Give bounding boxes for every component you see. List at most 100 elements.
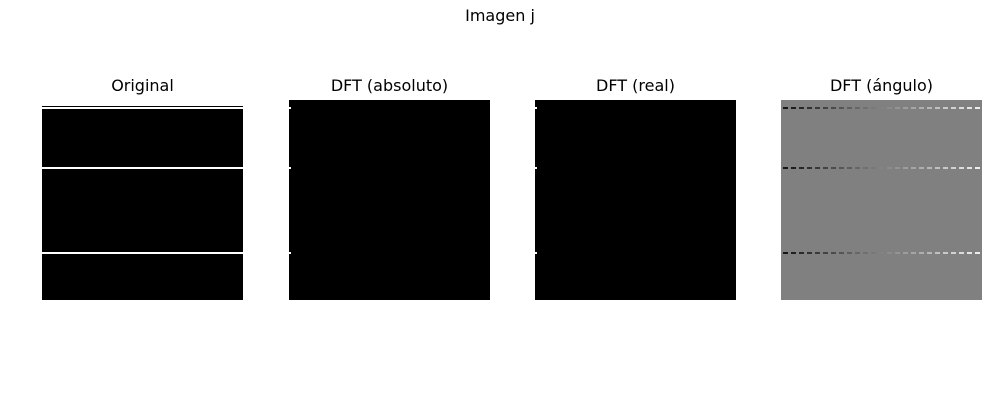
dft-absoluto-peak-1 xyxy=(289,107,291,109)
dft-angulo-background xyxy=(781,100,982,300)
phase-dash xyxy=(951,107,956,109)
original-background xyxy=(42,100,243,300)
dft-absoluto-background xyxy=(289,100,490,300)
phase-dash xyxy=(815,107,820,109)
phase-dash xyxy=(807,107,812,109)
phase-dash xyxy=(791,167,796,169)
phase-dash xyxy=(943,252,948,254)
phase-dash xyxy=(903,252,908,254)
phase-dash xyxy=(871,107,876,109)
original-white-line-3 xyxy=(42,252,243,254)
phase-dash xyxy=(887,167,892,169)
dft-angulo-dashed-row-1 xyxy=(783,107,980,109)
phase-dash xyxy=(951,252,956,254)
phase-dash xyxy=(823,167,828,169)
phase-dash xyxy=(799,167,804,169)
phase-dash xyxy=(919,252,924,254)
dft-angulo-dashed-row-2 xyxy=(783,167,980,169)
panel-dft-absoluto-image xyxy=(289,100,490,300)
phase-dash xyxy=(863,107,868,109)
phase-dash xyxy=(895,252,900,254)
panel-dft-angulo-image xyxy=(781,100,982,300)
phase-dash xyxy=(847,107,852,109)
phase-dash xyxy=(855,167,860,169)
phase-dash xyxy=(863,252,868,254)
phase-dash xyxy=(975,167,980,169)
dft-real-peak-2 xyxy=(535,167,537,169)
phase-dash xyxy=(935,167,940,169)
phase-dash xyxy=(783,167,788,169)
phase-dash xyxy=(975,107,980,109)
phase-dash xyxy=(919,167,924,169)
phase-dash xyxy=(831,167,836,169)
phase-dash xyxy=(847,252,852,254)
phase-dash xyxy=(911,252,916,254)
phase-dash xyxy=(799,252,804,254)
phase-dash xyxy=(903,167,908,169)
phase-dash xyxy=(871,167,876,169)
panel-title-dft-real: DFT (real) xyxy=(596,76,675,95)
panel-title-dft-angulo: DFT (ángulo) xyxy=(829,76,934,95)
phase-dash xyxy=(959,252,964,254)
original-white-line-2 xyxy=(42,167,243,169)
phase-dash xyxy=(959,107,964,109)
dft-angulo-dashed-row-3 xyxy=(783,252,980,254)
figure-title: Imagen j xyxy=(465,6,535,25)
phase-dash xyxy=(895,167,900,169)
phase-dash xyxy=(903,107,908,109)
original-white-band-top xyxy=(42,100,243,106)
dft-real-peak-1 xyxy=(535,107,537,109)
phase-dash xyxy=(871,252,876,254)
phase-dash xyxy=(927,167,932,169)
phase-dash xyxy=(967,252,972,254)
phase-dash xyxy=(879,252,884,254)
phase-dash xyxy=(863,167,868,169)
phase-dash xyxy=(783,107,788,109)
phase-dash xyxy=(807,252,812,254)
phase-dash xyxy=(887,107,892,109)
phase-dash xyxy=(815,252,820,254)
phase-dash xyxy=(823,252,828,254)
phase-dash xyxy=(935,252,940,254)
phase-dash xyxy=(807,167,812,169)
phase-dash xyxy=(855,107,860,109)
dft-absoluto-peak-2 xyxy=(289,167,291,169)
phase-dash xyxy=(791,107,796,109)
phase-dash xyxy=(839,107,844,109)
panel-original-image xyxy=(42,100,243,300)
phase-dash xyxy=(783,252,788,254)
phase-dash xyxy=(839,252,844,254)
phase-dash xyxy=(895,107,900,109)
phase-dash xyxy=(911,167,916,169)
phase-dash xyxy=(879,107,884,109)
phase-dash xyxy=(927,107,932,109)
phase-dash xyxy=(943,167,948,169)
phase-dash xyxy=(919,107,924,109)
phase-dash xyxy=(975,252,980,254)
original-white-line-1 xyxy=(42,107,243,109)
phase-dash xyxy=(927,252,932,254)
phase-dash xyxy=(911,107,916,109)
phase-dash xyxy=(935,107,940,109)
phase-dash xyxy=(831,107,836,109)
dft-absoluto-peak-3 xyxy=(289,252,291,254)
phase-dash xyxy=(823,107,828,109)
dft-absoluto-canvas xyxy=(289,100,490,300)
phase-dash xyxy=(855,252,860,254)
phase-dash xyxy=(967,167,972,169)
panel-title-dft-absoluto: DFT (absoluto) xyxy=(330,76,449,95)
dft-real-background xyxy=(535,100,736,300)
phase-dash xyxy=(839,167,844,169)
phase-dash xyxy=(831,252,836,254)
panel-dft-real-image xyxy=(535,100,736,300)
phase-dash xyxy=(879,167,884,169)
panel-title-original: Original xyxy=(111,76,174,95)
phase-dash xyxy=(847,167,852,169)
phase-dash xyxy=(959,167,964,169)
phase-dash xyxy=(791,252,796,254)
phase-dash xyxy=(967,107,972,109)
phase-dash xyxy=(799,107,804,109)
original-image-canvas xyxy=(42,100,243,300)
phase-dash xyxy=(951,167,956,169)
phase-dash xyxy=(815,167,820,169)
